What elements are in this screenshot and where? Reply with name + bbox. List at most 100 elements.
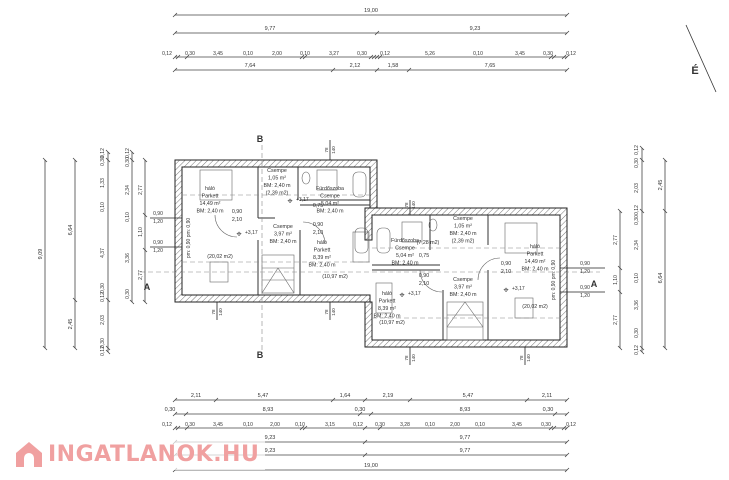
dimension-tick bbox=[105, 157, 111, 163]
window-mark: 78 bbox=[404, 355, 409, 361]
dimension-tick bbox=[72, 345, 78, 351]
dimension-label: 0,12 bbox=[634, 145, 640, 155]
exterior-wall-right-wing bbox=[364, 207, 568, 348]
room-gross-area: (20,02 m2) bbox=[522, 304, 548, 310]
dimension-label: 0,10 bbox=[473, 51, 483, 57]
dimension-tick bbox=[172, 54, 178, 60]
dimension-tick bbox=[564, 467, 570, 473]
room-label: 1,05 m² bbox=[268, 176, 286, 182]
room-label: Fürdőszoba bbox=[391, 238, 419, 244]
level-marker-icon: ⌖ bbox=[236, 229, 241, 239]
dimension-label: 0,12 bbox=[162, 51, 172, 57]
floor-level-label: +3,17 bbox=[408, 291, 421, 297]
dimension-tick bbox=[617, 289, 623, 295]
room-label: BM: 2,40 m bbox=[263, 183, 291, 189]
room-gross-area: (20,02 m2) bbox=[207, 254, 233, 260]
dimension-label: 9,09 bbox=[38, 249, 44, 260]
level-marker-icon: ⌖ bbox=[399, 290, 404, 300]
window-mark: 78 bbox=[324, 309, 329, 315]
room-label: BM: 2,40 m bbox=[308, 263, 336, 269]
room-label: BM: 2,40 m bbox=[521, 267, 549, 273]
dimension-label: 9,23 bbox=[470, 26, 481, 32]
dimension-label: 0,30 bbox=[541, 422, 551, 428]
north-arrow bbox=[685, 24, 717, 93]
room-label: háló bbox=[382, 291, 392, 297]
dimension-label: 2,00 bbox=[270, 422, 280, 428]
dimension-label: 0,30 bbox=[100, 156, 106, 166]
dimension-tick bbox=[377, 54, 383, 60]
dimension-label: 1,64 bbox=[340, 393, 351, 399]
dimension-tick bbox=[407, 397, 413, 403]
room-label: BM: 2,40 m bbox=[449, 231, 477, 237]
room-label: 3,97 m² bbox=[454, 285, 472, 291]
dimension-label: 5,47 bbox=[258, 393, 269, 399]
room-label: BM: 2,40 m bbox=[391, 261, 419, 267]
dimension-tick bbox=[374, 67, 380, 73]
dimension-label: 0,10 bbox=[634, 273, 640, 283]
window-mark: 140 bbox=[331, 146, 336, 154]
dimension-tick bbox=[639, 345, 645, 351]
parapet-label: pm: 0,90 pm: 0,90 bbox=[551, 260, 557, 301]
dimension-tick bbox=[564, 397, 570, 403]
dimension-tick bbox=[368, 54, 374, 60]
exterior-wall-left-wing bbox=[174, 159, 378, 303]
window-height-label: 1,20 bbox=[153, 219, 163, 225]
room-label: háló bbox=[205, 186, 215, 192]
dimension-label: 0,30 bbox=[543, 407, 554, 413]
dimension-label: 8,93 bbox=[460, 407, 471, 413]
dimension-tick bbox=[175, 54, 181, 60]
section-marker-b: B bbox=[257, 134, 264, 144]
building-outline bbox=[140, 140, 605, 365]
dimension-label: 2,77 bbox=[138, 185, 144, 195]
window-mark: 78 bbox=[324, 147, 329, 153]
dimension-label: 0,12 bbox=[100, 148, 106, 158]
room-label: Fürdőszoba bbox=[316, 186, 344, 192]
dimension-label: 0,12 bbox=[125, 148, 131, 158]
room-label: Parkett bbox=[314, 248, 331, 254]
dimension-label: 0,12 bbox=[634, 205, 640, 215]
window-mark: 140 bbox=[411, 201, 416, 209]
window-width-label: 0,90 bbox=[580, 285, 590, 291]
dimension-label: 3,36 bbox=[634, 300, 640, 310]
dimension-tick bbox=[639, 349, 645, 355]
parapet-label: pm: 0,90 pm: 0,90 bbox=[186, 218, 192, 259]
dimension-label: 9,77 bbox=[460, 435, 471, 441]
dimension-label: 2,03 bbox=[100, 315, 106, 325]
dimension-tick bbox=[105, 349, 111, 355]
door-width-label: 0,90 bbox=[419, 273, 429, 279]
room-label: háló bbox=[530, 244, 540, 250]
dimension-label: 0,10 bbox=[300, 51, 310, 57]
dimension-tick bbox=[564, 439, 570, 445]
dimension-label: 9,23 bbox=[265, 435, 276, 441]
dimension-label: 1,58 bbox=[388, 63, 399, 69]
dimension-label: 0,12 bbox=[566, 51, 576, 57]
dimension-tick bbox=[617, 345, 623, 351]
dimension-label: 0,30 bbox=[357, 51, 367, 57]
floor-level-label: +3,17 bbox=[512, 286, 525, 292]
dimension-label: 0,10 bbox=[475, 422, 485, 428]
floor-level-label: +3,17 bbox=[245, 230, 258, 236]
dimension-tick bbox=[362, 397, 368, 403]
dimension-label: 0,30 bbox=[375, 422, 385, 428]
dimension-label: 0,30 bbox=[355, 407, 366, 413]
dimension-tick bbox=[302, 54, 308, 60]
dimension-tick bbox=[617, 208, 623, 214]
dimension-tick bbox=[42, 345, 48, 351]
room-gross-area: (10,97 m2) bbox=[379, 320, 405, 326]
room-label: BM: 2,40 m bbox=[373, 314, 401, 320]
dimension-tick bbox=[72, 157, 78, 163]
dimension-tick bbox=[662, 157, 668, 163]
dimension-tick bbox=[564, 452, 570, 458]
dimension-tick bbox=[564, 12, 570, 18]
dimension-label: 6,64 bbox=[658, 273, 664, 284]
room-label: BM: 2,40 m bbox=[269, 239, 297, 245]
stairs bbox=[261, 254, 484, 341]
window-width-label: 0,90 bbox=[580, 261, 590, 267]
window-height-label: 1,20 bbox=[580, 293, 590, 299]
room-label: BM: 2,40 m bbox=[449, 292, 477, 298]
dimension-label: 7,65 bbox=[485, 63, 496, 69]
dimension-tick bbox=[172, 425, 178, 431]
dimension-tick bbox=[639, 145, 645, 151]
dimension-label: 4,37 bbox=[100, 248, 106, 258]
room-label: Csempe bbox=[273, 224, 293, 230]
